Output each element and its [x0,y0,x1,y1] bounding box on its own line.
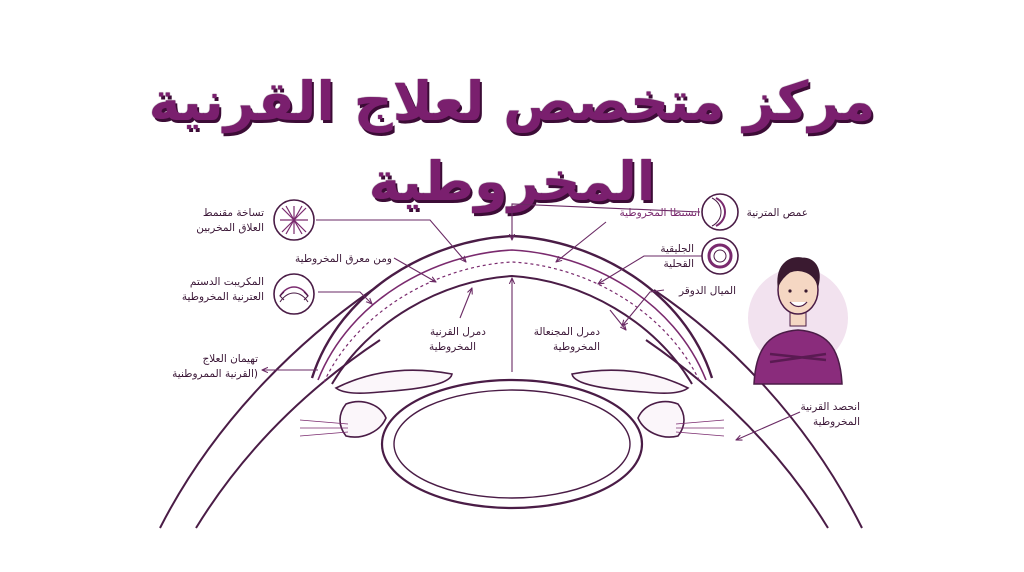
cornea-profile-icon [701,193,739,231]
label-left-4a: تهيمان العلاج [203,353,259,365]
crystalline-lens [380,378,644,510]
label-center-left-a: دمرل القرنية [430,326,486,338]
label-top-right-2: عمص المترنية [747,207,808,219]
label-right-3: الميال الدوقر [678,285,736,297]
label-left-1a: تساخة مقنمط [203,207,264,219]
label-left-2: ومن معرق المخروطية [295,253,392,265]
label-left-4b: القرنية الممروطنية) [172,368,258,380]
concentric-ring-icon [701,237,739,275]
zonule-fibers [299,419,725,437]
page-title: مركز متخصص لعلاج القرنية المخروطية [148,70,876,213]
label-left-1b: العلاق المخربين [196,222,264,234]
smiling-man-avatar [748,257,848,385]
label-left-3a: المكريبت الدستم [190,276,264,288]
label-center-right-b: المخروطية [553,341,600,353]
label-top-right-1: انستطا المخروطية [619,207,700,219]
label-center-right-a: دمرل المجنعالة [534,326,601,338]
label-right-2b: القحلية [664,258,694,270]
iris [334,369,690,394]
pointer-lines [262,203,801,440]
label-right-4a: انحصد القرنية [800,401,860,413]
lens-arc-icon [273,273,315,315]
label-left-3b: العترنية المخروطية [182,291,264,303]
cornea-layers [310,234,714,385]
label-right-4b: المخروطية [813,416,860,428]
radial-burst-icon [273,199,315,241]
label-center-left-b: المخروطية [429,341,476,353]
eye-globe [159,289,863,529]
ciliary-body [339,400,685,438]
label-right-2a: الجليقية [660,243,694,255]
